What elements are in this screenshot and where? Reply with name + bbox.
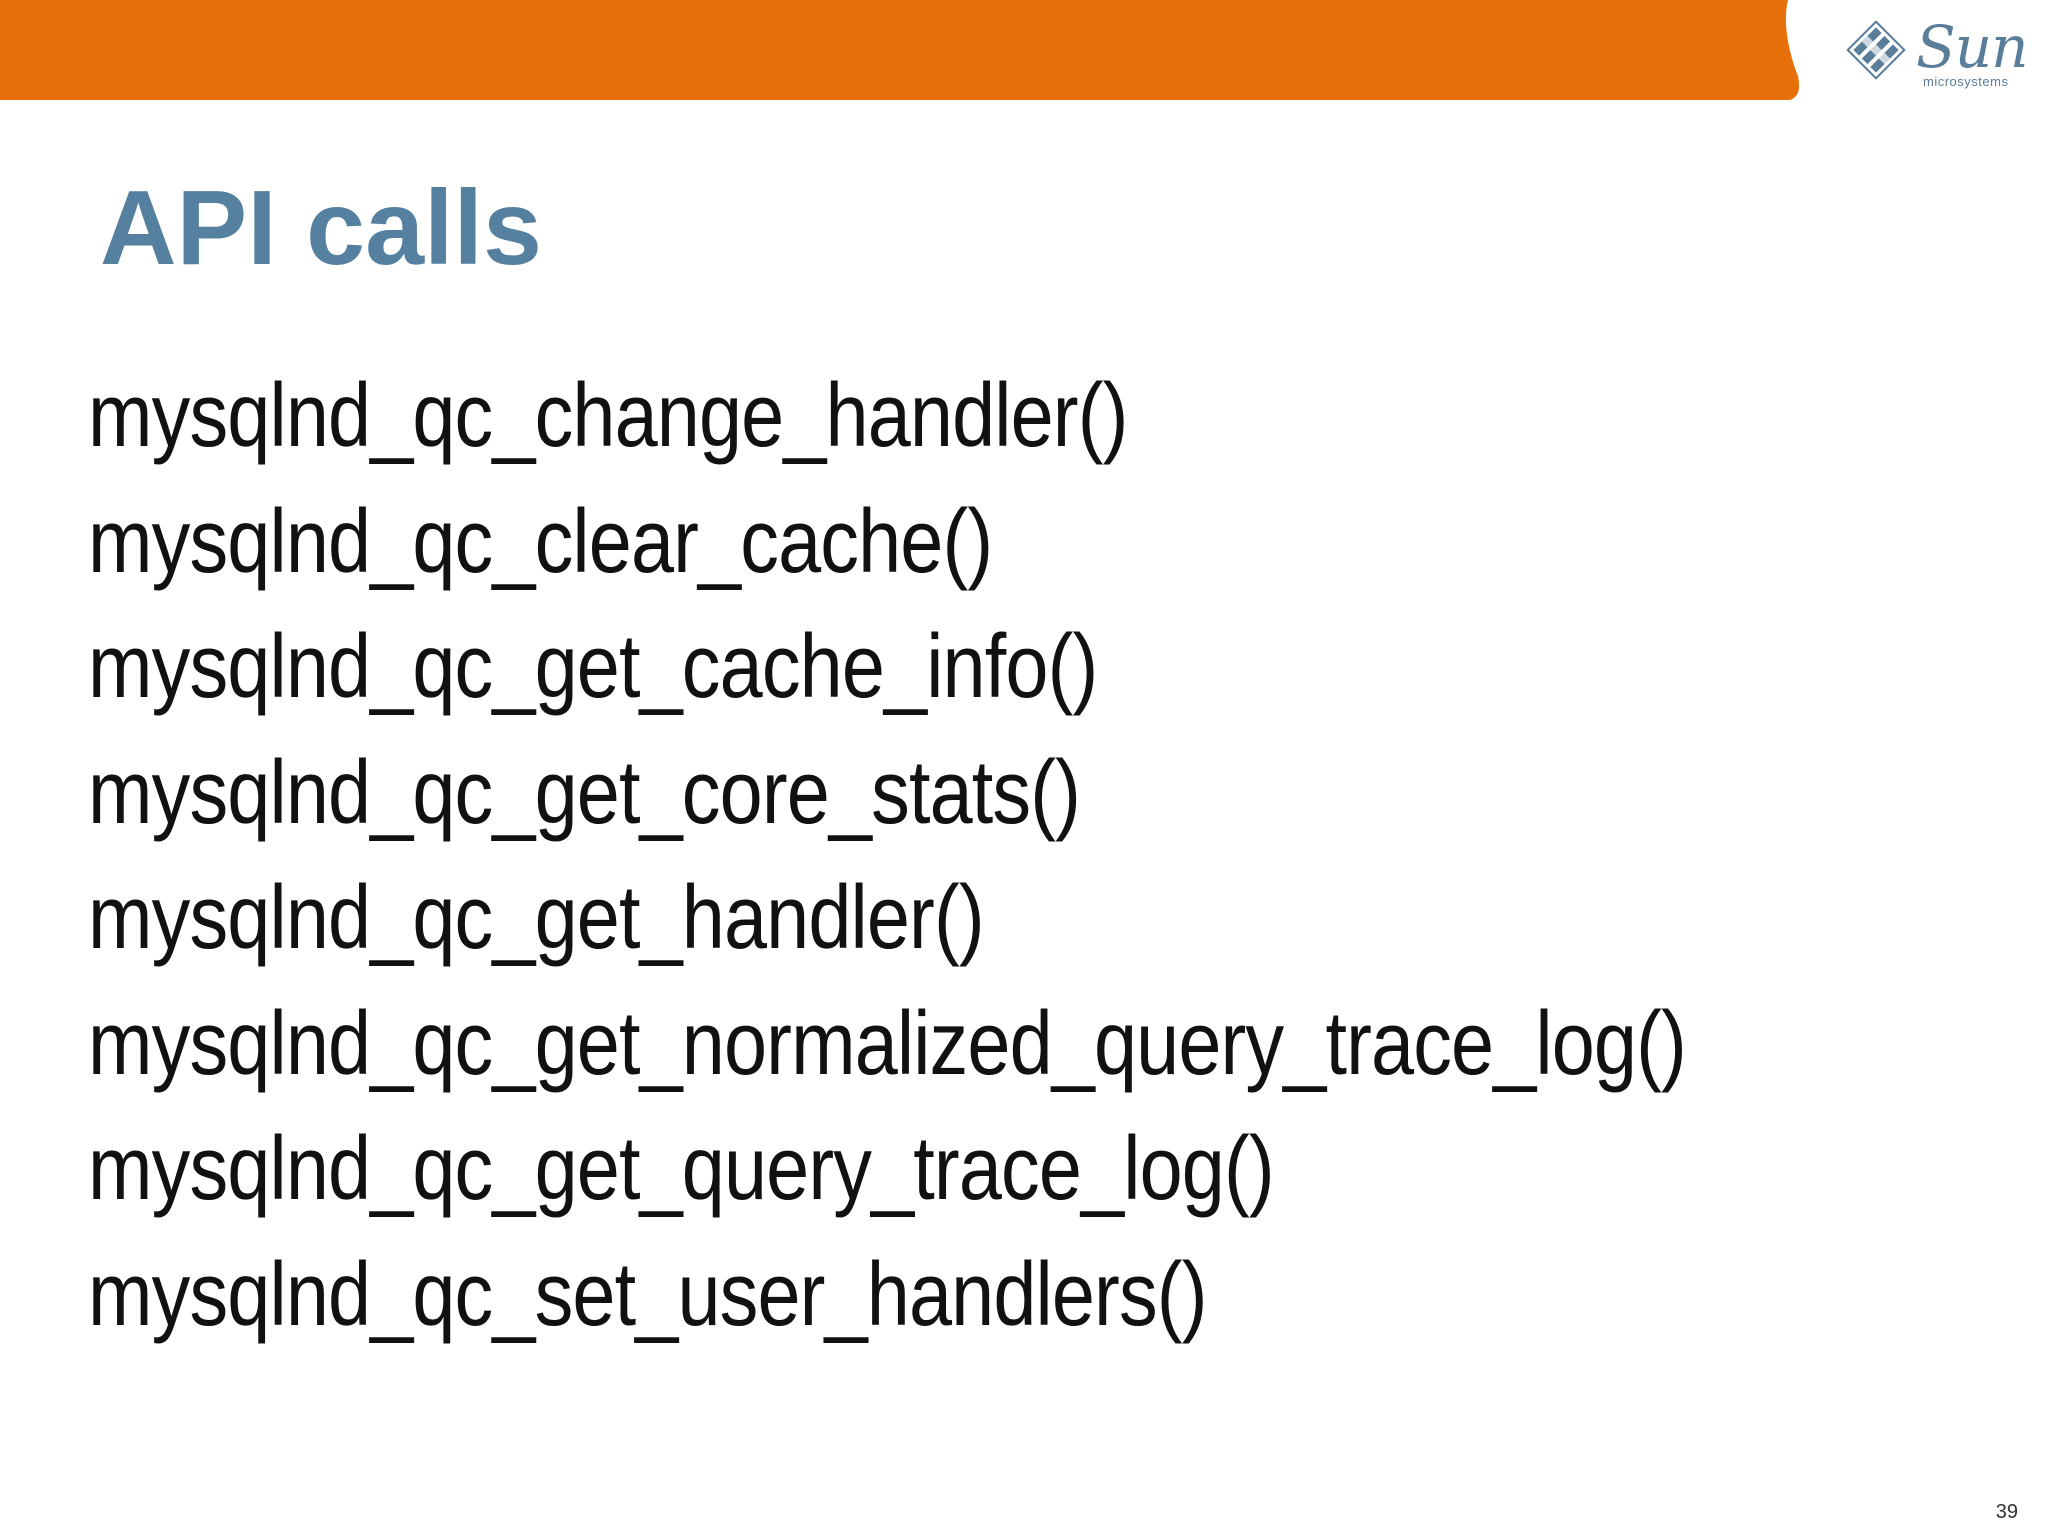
api-call-item: mysqlnd_qc_get_handler() — [88, 868, 985, 968]
api-call-item: mysqlnd_qc_get_core_stats() — [88, 742, 1081, 843]
sun-logo-icon — [1846, 20, 1906, 80]
sun-logo: Sun microsystems — [1840, 14, 2030, 98]
api-call-item: mysqlnd_qc_get_normalized_query_trace_lo… — [88, 993, 1687, 1094]
logo-subtitle: microsystems — [1923, 74, 2009, 89]
api-call-item: mysqlnd_qc_get_query_trace_log() — [88, 1119, 1275, 1219]
page-number: 39 — [1995, 1501, 2018, 1523]
api-call-item: mysqlnd_qc_get_cache_info() — [88, 617, 1098, 717]
logo-word: Sun — [1916, 13, 2028, 81]
api-call-item: mysqlnd_qc_change_handler() — [88, 366, 1128, 466]
api-call-list: mysqlnd_qc_change_handler() mysqlnd_qc_c… — [88, 354, 1946, 1358]
api-call-item: mysqlnd_qc_clear_cache() — [88, 491, 993, 592]
header-band-shape — [0, 0, 1800, 100]
api-call-item: mysqlnd_qc_set_user_handlers() — [88, 1244, 1207, 1345]
slide-title: API calls — [100, 169, 542, 287]
header-band — [0, 0, 2048, 104]
